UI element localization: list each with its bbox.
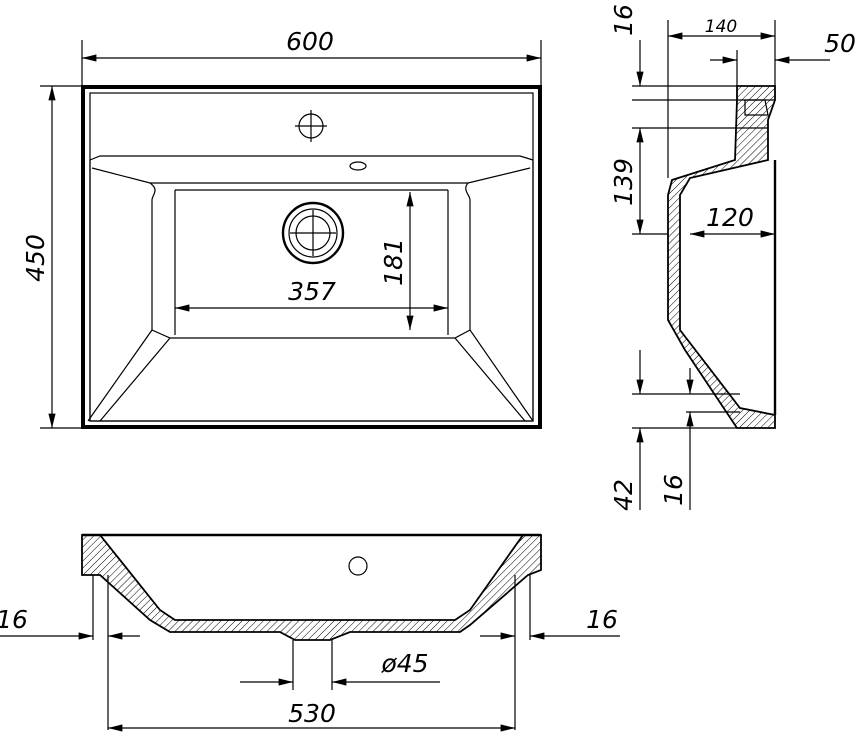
dim-bottom-height: 42: [609, 479, 638, 511]
dim-height: 139: [609, 158, 638, 206]
side-view: 140 50 16 139 120 42 16: [609, 4, 856, 511]
dim-bowl-depth: 181: [379, 238, 408, 286]
dim-bottom-thickness: 16: [659, 474, 688, 506]
drain-icon: [281, 201, 345, 265]
dim-drain-diameter: ø45: [380, 649, 428, 678]
dim-left-wall: 16: [0, 605, 28, 634]
dim-width: 600: [286, 27, 334, 56]
dim-right-wall: 16: [586, 605, 618, 634]
overflow-hole: [349, 161, 367, 171]
dim-bowl-width: 357: [288, 277, 336, 306]
dim-drain-offset: 120: [706, 203, 754, 232]
overflow-hole: [348, 556, 368, 576]
dim-inner-width: 530: [288, 699, 336, 728]
faucet-hole-icon: [295, 110, 327, 142]
dim-rim-thickness: 16: [609, 4, 638, 36]
front-view: 16 16 ø45 530: [0, 533, 620, 732]
dim-depth: 450: [21, 234, 50, 282]
dim-back-offset: 50: [824, 29, 856, 58]
dim-rim-depth: 140: [705, 17, 737, 37]
top-view: 600 450 357 181: [21, 27, 542, 429]
